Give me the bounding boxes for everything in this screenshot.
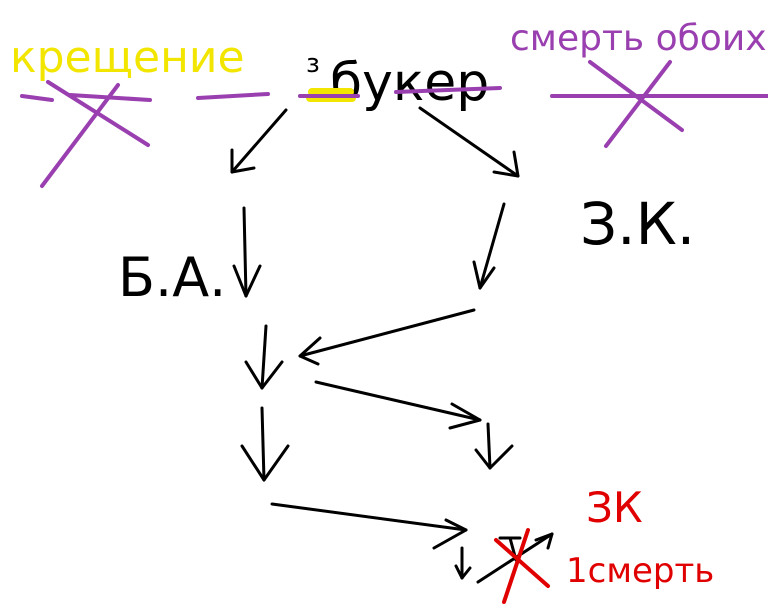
arrow-down-right-2 (474, 422, 514, 470)
arrow-down-ba (232, 206, 262, 298)
label-ba: Б.А. (118, 246, 226, 309)
purple-crossout-left (20, 80, 502, 188)
red-crossout (494, 528, 550, 604)
label-smert-bottom: 1смерть (566, 551, 714, 591)
arrow-down-middle-2 (240, 406, 290, 482)
arrow-bottom-right (270, 502, 468, 550)
label-booker-prefix: з (306, 49, 320, 79)
label-booker: букер (330, 53, 489, 113)
arrow-left-diagonal (230, 108, 288, 174)
arrow-branch-right (314, 380, 482, 430)
arrow-down-right-branch (472, 202, 506, 290)
label-zk-bottom: ЗК (586, 483, 643, 532)
label-kreshchenie: крещение (10, 32, 245, 83)
arrow-merge-left (298, 308, 476, 366)
label-smert-oboikh: смерть обоих (510, 18, 767, 59)
purple-crossout-right (550, 60, 768, 148)
label-zk-top: З.К. (580, 190, 695, 258)
arrow-down-middle-1 (244, 324, 284, 390)
arrow-right-diagonal (418, 106, 520, 178)
